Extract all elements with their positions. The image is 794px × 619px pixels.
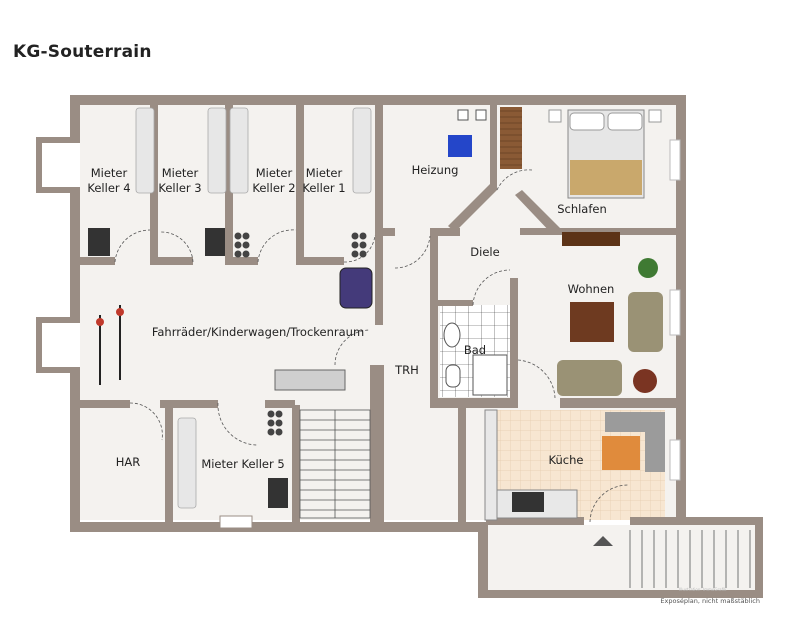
- kitchen-furniture: [484, 409, 665, 521]
- stroller: [339, 267, 373, 309]
- label-bad: Bad: [464, 343, 486, 357]
- boiler: [448, 109, 487, 157]
- bicycles: [96, 305, 124, 385]
- tire-stacks: [234, 232, 367, 436]
- label-wohnen: Wohnen: [568, 282, 615, 296]
- label-fahrraeder: Fahrräder/Kinderwagen/Trockenraum: [152, 325, 364, 339]
- living-furniture: [557, 232, 663, 396]
- label-har: HAR: [116, 455, 141, 469]
- footer-note: Exposéplan, nicht maßstäblich: [660, 597, 760, 605]
- door-swings: [114, 169, 629, 523]
- walls: [70, 95, 763, 598]
- storage-shelves: [135, 107, 372, 509]
- staircase-exterior: [629, 530, 751, 588]
- bath-furniture: [443, 322, 508, 396]
- entrance-arrow-icon: [593, 536, 613, 546]
- bedroom-furniture: [500, 107, 662, 199]
- label-keller5: Mieter Keller 5: [201, 457, 284, 471]
- label-heizung: Heizung: [412, 163, 459, 177]
- label-schlafen: Schlafen: [557, 202, 607, 216]
- crates: [88, 228, 346, 508]
- label-trh: TRH: [394, 363, 419, 377]
- label-diele: Diele: [470, 245, 499, 259]
- plan-title: KG-Souterrain: [13, 42, 152, 62]
- label-kueche: Küche: [549, 453, 584, 467]
- staircase-main: [299, 409, 371, 519]
- window-bays: [36, 137, 681, 529]
- illustration-credit: Illustration: ImmoGrafik: [679, 587, 727, 592]
